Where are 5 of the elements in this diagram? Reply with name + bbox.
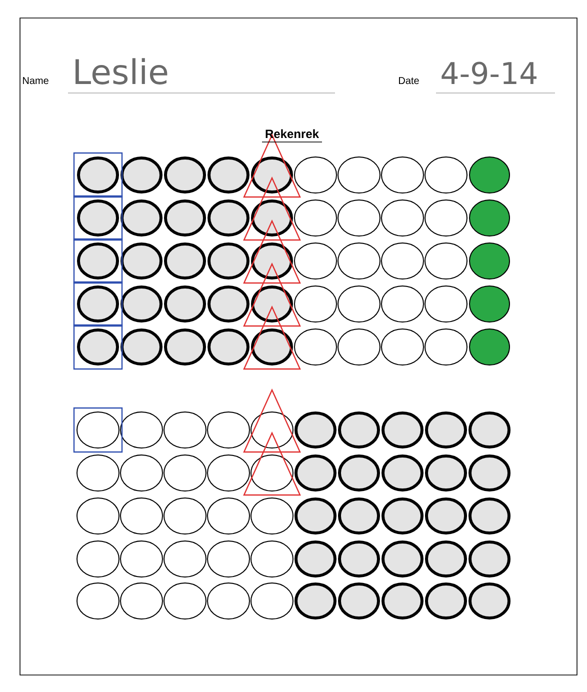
- field-label: Name: [23, 77, 48, 84]
- field-label: Date: [399, 77, 419, 84]
- handwritten-date: 4-9-14: [442, 62, 536, 84]
- worksheet-title: Rekenrek: [266, 129, 320, 138]
- handwritten-name: Leslie: [76, 58, 168, 84]
